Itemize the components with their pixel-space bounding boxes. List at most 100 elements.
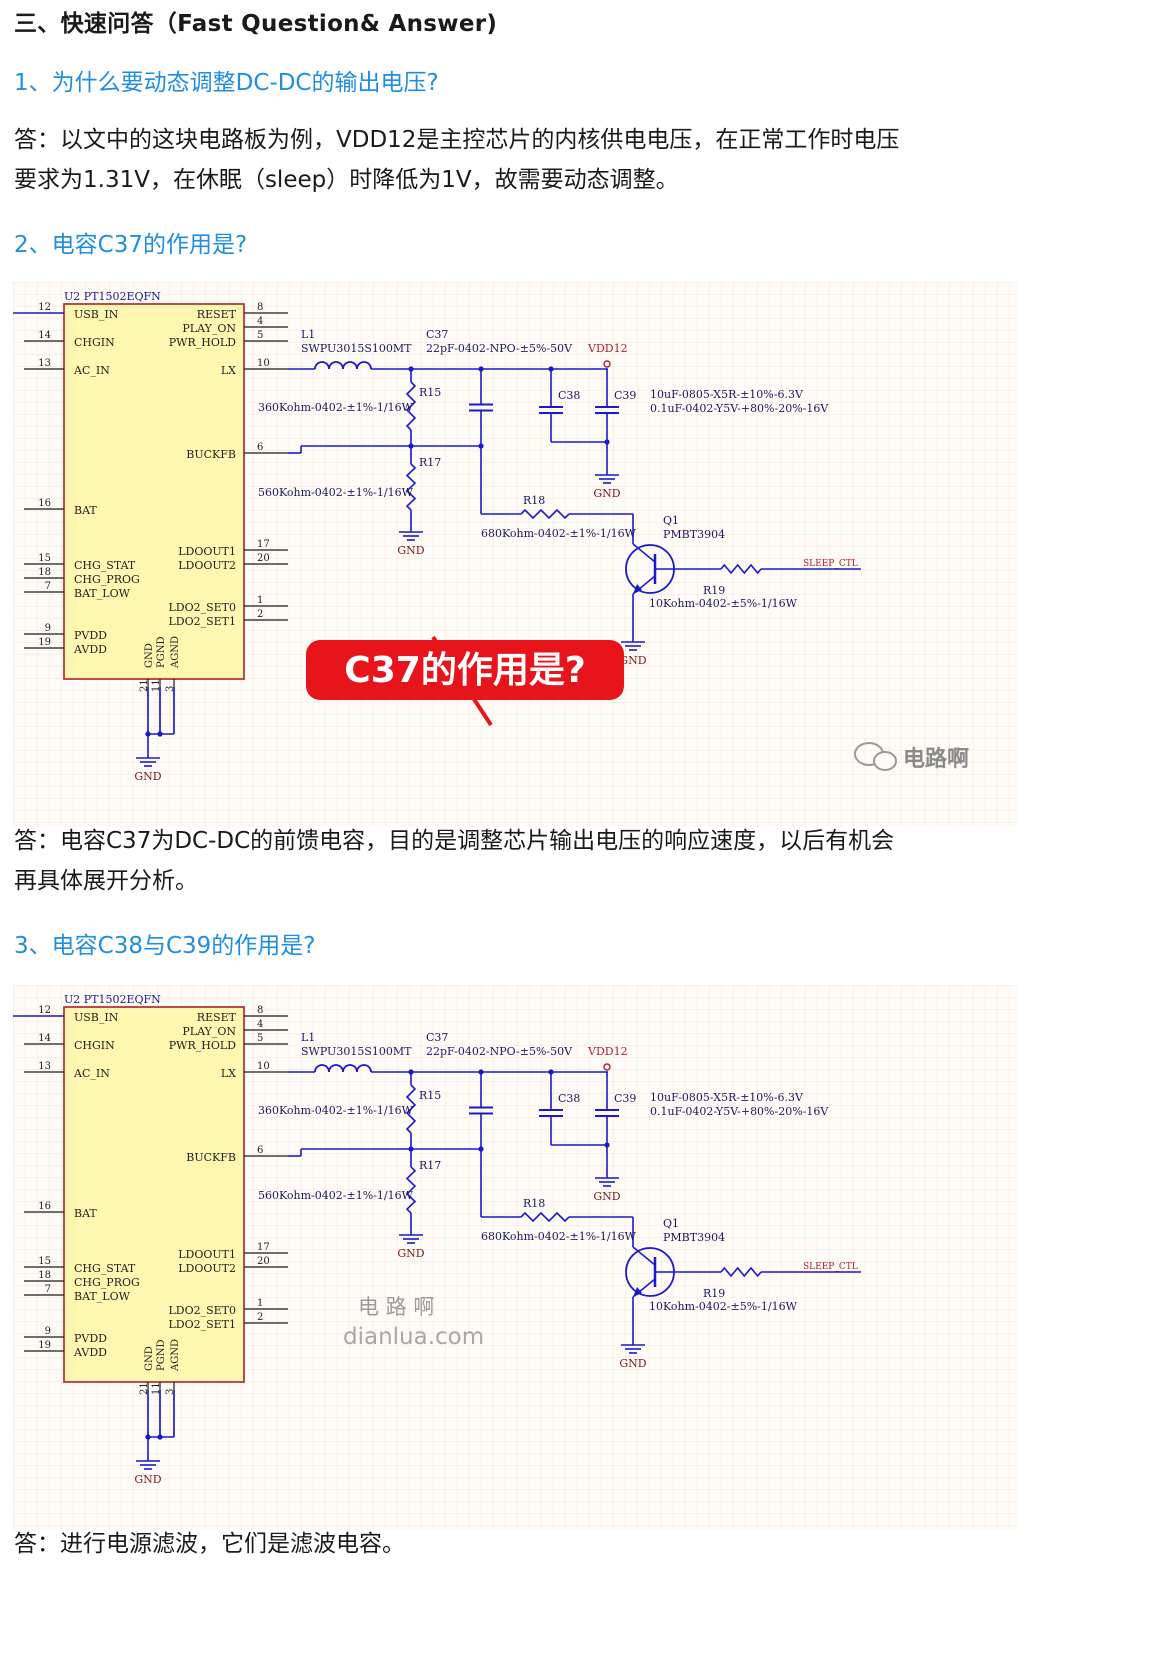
inductor-l1 — [314, 1064, 372, 1073]
sleep-label: SLEEP_CTL — [803, 559, 858, 569]
left-pin-number: 7 — [45, 581, 51, 592]
right-pin-number: 17 — [257, 539, 270, 550]
junction-dot — [604, 1142, 610, 1148]
right-pin-name: RESET — [197, 308, 237, 321]
schematic-body-1: U2 PT1502EQFN12USB_IN14CHGIN13AC_IN16BAT… — [13, 290, 861, 783]
bottom-pin-number: 11 — [151, 679, 162, 692]
c39-value: 0.1uF-0402-Y5V-+80%-20%-16V — [650, 1105, 829, 1118]
question-1: 1、为什么要动态调整DC-DC的输出电压? — [14, 70, 439, 96]
right-pin-name: LDOOUT1 — [178, 545, 236, 558]
right-pin-number: 4 — [257, 316, 263, 327]
left-pin-name: CHG_STAT — [74, 559, 136, 572]
callout-box — [306, 640, 624, 700]
q1-emitter-arrow — [633, 1287, 642, 1297]
r15-value: 360Kohm-0402-±1%-1/16W — [258, 401, 414, 414]
right-pin-number: 6 — [257, 1145, 263, 1156]
c37-ref: C37 — [426, 1031, 448, 1044]
bottom-pin-name: PGND — [156, 1340, 167, 1371]
left-pin-name: BAT — [74, 1207, 97, 1220]
l1-ref: L1 — [301, 1031, 315, 1044]
c39-value: 0.1uF-0402-Y5V-+80%-20%-16V — [650, 402, 829, 415]
resistor — [405, 1166, 417, 1214]
schematic-body-2: U2 PT1502EQFN12USB_IN14CHGIN13AC_IN16BAT… — [13, 993, 861, 1486]
r15-ref: R15 — [419, 1089, 441, 1102]
right-pin-name: LDOOUT2 — [178, 1262, 236, 1275]
inductor-l1 — [314, 361, 372, 370]
left-pin-name: USB_IN — [74, 308, 119, 321]
watermark-logo: 电路啊 — [854, 742, 969, 772]
left-pin-name: CHG_PROG — [74, 573, 140, 586]
left-pin-number: 18 — [38, 1270, 51, 1281]
left-pin-number: 13 — [38, 1061, 51, 1072]
watermark-cn: 电 路 啊 — [358, 1295, 434, 1319]
r17-ref: R17 — [419, 1159, 441, 1172]
right-pin-name: LX — [221, 364, 236, 377]
right-pin-name: LDO2_SET0 — [168, 1304, 236, 1317]
left-pin-name: BAT_LOW — [74, 1290, 131, 1303]
left-pin-name: AC_IN — [73, 364, 110, 377]
r15-ref: R15 — [419, 386, 441, 399]
right-pin-name: PWR_HOLD — [169, 336, 236, 349]
r19-value: 10Kohm-0402-±5%-1/16W — [649, 597, 798, 610]
r17-value: 560Kohm-0402-±1%-1/16W — [258, 1189, 414, 1202]
r18-value: 680Kohm-0402-±1%-1/16W — [481, 1230, 637, 1243]
left-pin-number: 15 — [38, 553, 51, 564]
r19-ref: R19 — [703, 1287, 725, 1300]
vdd-label: VDD12 — [587, 1045, 628, 1058]
bottom-pin-name: AGND — [170, 1339, 181, 1372]
left-pin-name: AVDD — [73, 1346, 107, 1359]
right-pin-name: LDO2_SET1 — [168, 615, 236, 628]
right-pin-name: LDOOUT2 — [178, 559, 236, 572]
gnd-label: GND — [134, 770, 161, 783]
left-pin-number: 12 — [38, 302, 51, 313]
watermark-en: dianlua.com — [343, 1324, 484, 1350]
bottom-pin-number: 3 — [165, 1389, 176, 1395]
bottom-pin-number: 21 — [139, 1382, 150, 1395]
right-pin-name: PWR_HOLD — [169, 1039, 236, 1052]
bottom-pin-number: 11 — [151, 1382, 162, 1395]
r17-ref: R17 — [419, 456, 441, 469]
resistor — [520, 508, 570, 520]
answer-3: 答：进行电源滤波，它们是滤波电容。 — [14, 1531, 405, 1557]
right-pin-number: 10 — [257, 1061, 270, 1072]
r18-value: 680Kohm-0402-±1%-1/16W — [481, 527, 637, 540]
answer-1-line-1: 答：以文中的这块电路板为例，VDD12是主控芯片的内核供电电压，在正常工作时电压 — [14, 127, 900, 153]
chip-body — [63, 303, 245, 680]
answer-1: 答：以文中的这块电路板为例，VDD12是主控芯片的内核供电电压，在正常工作时电压… — [14, 120, 1034, 200]
left-pin-name: CHGIN — [74, 336, 115, 349]
vdd-label: VDD12 — [587, 342, 628, 355]
gnd-label: GND — [397, 1247, 424, 1260]
resistor — [520, 1211, 570, 1223]
gnd-label: GND — [619, 1357, 646, 1370]
junction-dot — [157, 1434, 163, 1440]
right-pin-number: 5 — [257, 1033, 263, 1044]
left-pin-number: 19 — [38, 637, 51, 648]
right-pin-number: 1 — [257, 595, 263, 606]
left-pin-name: USB_IN — [74, 1011, 119, 1024]
question-2: 2、电容C37的作用是? — [14, 232, 248, 258]
right-pin-name: LDO2_SET1 — [168, 1318, 236, 1331]
q1-ref: Q1 — [663, 514, 679, 527]
watermark-text: 电路啊 — [903, 746, 969, 772]
sleep-label: SLEEP_CTL — [803, 1262, 858, 1272]
left-pin-number: 16 — [38, 1201, 51, 1212]
bottom-pin-number: 3 — [165, 686, 176, 692]
left-pin-number: 14 — [38, 1033, 51, 1044]
right-pin-number: 8 — [257, 302, 263, 313]
left-pin-name: BAT_LOW — [74, 587, 131, 600]
answer-2: 答：电容C37为DC-DC的前馈电容，目的是调整芯片输出电压的响应速度，以后有机… — [14, 821, 1034, 901]
c38-ref: C38 — [558, 389, 580, 402]
resistor — [405, 1084, 417, 1134]
bottom-pin-name: PGND — [156, 637, 167, 668]
left-pin-number: 7 — [45, 1284, 51, 1295]
bottom-pin-name: GND — [144, 1346, 155, 1371]
left-pin-name: CHGIN — [74, 1039, 115, 1052]
right-pin-name: LDO2_SET0 — [168, 601, 236, 614]
right-pin-name: LDOOUT1 — [178, 1248, 236, 1261]
junction-dot — [604, 439, 610, 445]
right-pin-number: 6 — [257, 442, 263, 453]
right-pin-number: 20 — [257, 553, 270, 564]
left-pin-name: PVDD — [74, 1332, 107, 1345]
l1-value: SWPU3015S100MT — [301, 1045, 412, 1058]
